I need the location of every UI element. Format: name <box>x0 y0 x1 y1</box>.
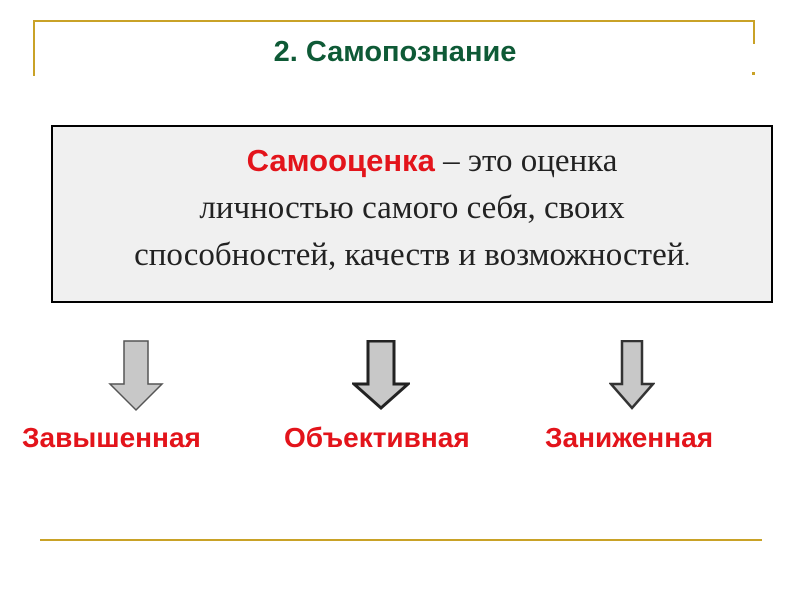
down-arrow-icon <box>108 340 164 412</box>
down-arrow-icon <box>609 340 655 410</box>
definition-term: Самооценка <box>246 143 435 178</box>
definition-line-1: Самооценка – это оценка <box>53 137 771 185</box>
category-label-inflated: Завышенная <box>22 422 201 453</box>
frame-top-border <box>33 20 755 22</box>
definition-line-3-period: . <box>684 245 690 270</box>
definition-line-1-rest: – это оценка <box>434 143 618 179</box>
definition-line-2: личностью самого себя, своих <box>199 190 625 226</box>
definition-line-3-text: способностей, качеств и возможностей <box>134 237 685 273</box>
bottom-divider <box>40 539 762 541</box>
category-label-underestimated: Заниженная <box>545 422 714 453</box>
definition-box: Самооценка – это оценка личностью самого… <box>51 125 773 303</box>
category-label-objective: Объективная <box>284 422 470 453</box>
slide-title: 2. Самопознание <box>273 36 517 68</box>
down-arrow-icon <box>352 340 410 410</box>
definition-line-3: способностей, качеств и возможностей. <box>53 232 771 281</box>
frame-right-border <box>753 20 755 44</box>
frame-corner-dot <box>752 72 755 75</box>
definition-text: Самооценка – это оценка личностью самого… <box>53 137 771 281</box>
frame-left-border <box>33 20 35 76</box>
